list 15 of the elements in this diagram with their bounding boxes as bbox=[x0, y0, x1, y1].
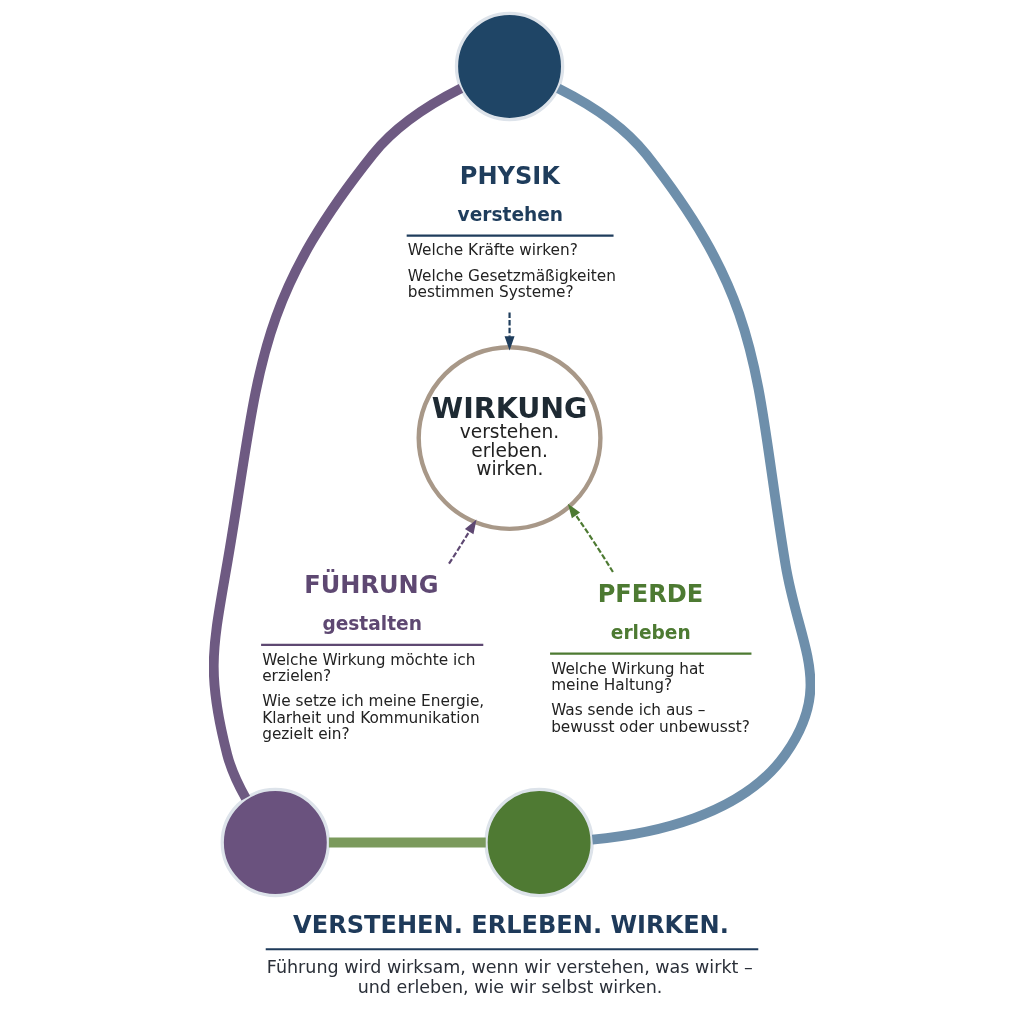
node-text: PHYSIK verstehen Welche Kräfte wirken? Welche Gesetzmäßigkeiten bestimmen Systeme? bbox=[407, 161, 616, 301]
caption: Führung wird wirksam, wenn wir verstehen, was wirkt – und erleben, wie wir selbst wirken. bbox=[266, 956, 753, 997]
node-circle bbox=[454, 11, 565, 121]
arrow bbox=[448, 518, 477, 564]
connector bbox=[556, 83, 815, 844]
node-circle bbox=[484, 787, 594, 897]
diagram-title: VERSTEHEN. ERLEBEN. WIRKEN. bbox=[293, 910, 729, 939]
node-circle: WIRKUNG verstehen. erleben. wirken. bbox=[416, 344, 603, 531]
node-text: PFERDE erleben Welche Wirkung hat meine Haltung? Was sende ich aus – bewusst oder unbewusst? bbox=[551, 579, 750, 736]
connector bbox=[328, 837, 486, 847]
node-text: FÜHRUNG gestalten Welche Wirkung möchte ich erzielen? Wie setze ich meine Energie, Klarheit und Kommunikation gezielt ein? bbox=[262, 570, 485, 743]
node-circle bbox=[220, 787, 331, 897]
connector bbox=[209, 83, 464, 800]
arrow bbox=[567, 503, 614, 573]
arrow bbox=[504, 312, 515, 350]
